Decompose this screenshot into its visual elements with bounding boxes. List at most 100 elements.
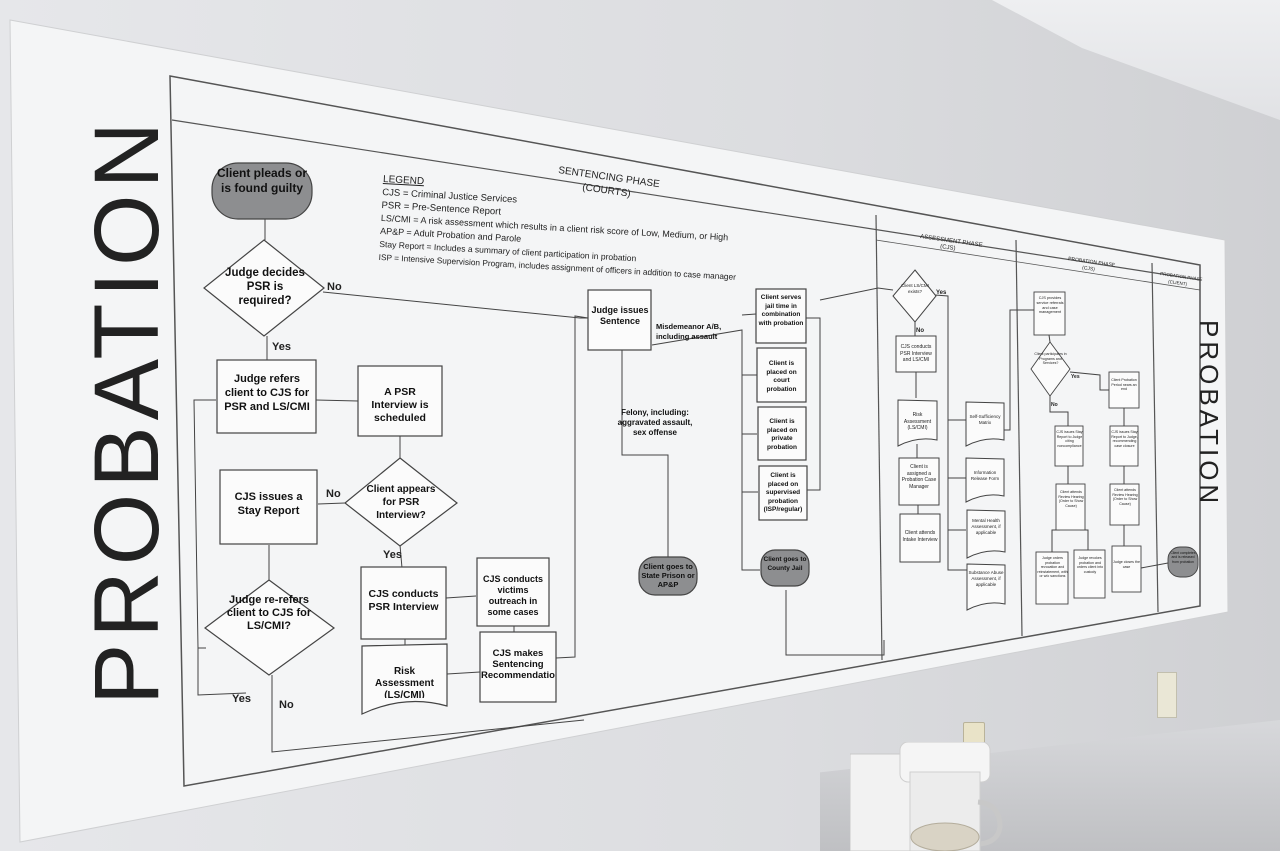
private-prob-box <box>757 406 807 461</box>
lscmi-decision <box>892 269 937 323</box>
side-title: PROBATION <box>76 116 178 705</box>
probation-box <box>1055 483 1086 531</box>
probation-node-label: CJS issues Stay Report to Judge, recomme… <box>1111 430 1138 448</box>
legend-title: LEGEND <box>383 174 425 187</box>
start-node <box>211 162 313 220</box>
probation-node-label: Judge orders probation revocation and re… <box>1037 556 1068 579</box>
psr-decision <box>203 239 325 337</box>
conducts-label: CJS conducts PSR Interview <box>368 588 439 613</box>
appears-label: Client appears for PSR Interview? <box>366 484 436 521</box>
scheduled-label: A PSR Interview is scheduled <box>371 386 429 424</box>
risk-doc <box>361 643 448 715</box>
probation-shapes <box>1030 291 1199 605</box>
no-label: No <box>916 328 924 334</box>
assessment-shapes <box>892 269 1006 611</box>
assessment-node-label: Mental Health Assessment, if applicable <box>971 518 1001 535</box>
phase-divider <box>875 214 883 661</box>
connectors <box>193 218 1169 753</box>
probation-box <box>1109 483 1140 526</box>
probation-box <box>1108 371 1140 409</box>
stay-label: CJS issues a Stay Report <box>234 491 303 517</box>
phase-divider <box>1015 239 1023 637</box>
assessment-node-label: Information Release Form <box>970 470 1000 481</box>
supervised-label: Client is placed on supervised probation… <box>763 472 803 513</box>
no-label: No <box>1051 402 1058 408</box>
probation-node-label: Client completes and is released from pr… <box>1170 551 1196 564</box>
outreach-box <box>476 557 550 627</box>
probation-node-label: Client attends Review Hearing (Order to … <box>1112 488 1138 506</box>
probation-text: CJS provides service referrals and case … <box>1034 296 1196 579</box>
probation-phase-sub: (CJS) <box>1082 265 1096 273</box>
refer-box <box>216 359 317 434</box>
psr-decision-label: Judge decides PSR is required? <box>225 267 305 307</box>
probation-node-label: Judge closes the case <box>1113 560 1140 569</box>
sentence-label: Judge issues Sentence <box>591 305 649 326</box>
assess-box <box>899 513 941 563</box>
no-label: No <box>279 699 294 711</box>
probation-node-label: Client attends Review Hearing (Order to … <box>1058 490 1084 508</box>
court-prob-box <box>756 347 807 403</box>
rerefer-decision <box>203 579 336 676</box>
stay-box <box>219 469 318 545</box>
jail-combo-box <box>755 288 807 344</box>
probation-box <box>1035 551 1069 605</box>
probation-decision <box>1030 341 1071 397</box>
probation-box <box>1073 549 1106 599</box>
start-label: Client pleads or is found guilty <box>216 166 308 195</box>
assess-box <box>898 457 940 506</box>
prison-label: Client goes to State Prison or AP&P <box>641 562 695 589</box>
refer-label: Judge refers client to CJS for PSR and L… <box>224 373 310 413</box>
assess-doc <box>965 457 1005 503</box>
probation-node-label: CJS issues Stay Report to Judge citing n… <box>1056 430 1083 448</box>
assess-doc <box>965 401 1005 447</box>
phase-divider <box>1151 262 1159 613</box>
scheduled-box <box>357 365 443 437</box>
assess-doc <box>966 509 1006 559</box>
private-prob-label: Client is placed on private probation <box>766 418 798 451</box>
probation-node-label: Client Probation Period nears an end <box>1111 378 1137 392</box>
wall-plate <box>1157 672 1177 718</box>
assessment-node-label: CJS conducts PSR Interview and LS/CMI <box>900 344 932 363</box>
assessment-text: Client LS/CMI exists? CJS conducts PSR I… <box>900 283 1004 587</box>
court-prob-label: Client is placed on court probation <box>766 360 797 393</box>
probation-box <box>1109 425 1139 467</box>
no-label: No <box>327 281 342 293</box>
recommend-label: CJS makes Sentencing Recommendation <box>481 648 555 681</box>
conducts-box <box>360 566 447 640</box>
risk-label: Risk Assessment (LS/CMI) <box>375 666 434 698</box>
felony-label: Felony, including: aggravated assault, s… <box>617 408 693 437</box>
probation-node-label: Client participates in Programs and Serv… <box>1034 352 1067 366</box>
completion-node <box>1167 546 1199 578</box>
yes-label: Yes <box>936 290 947 296</box>
assessment-phase-sub: (CJS) <box>940 244 956 252</box>
yes-label: Yes <box>383 549 402 561</box>
probation-box <box>1054 425 1084 467</box>
outreach-label: CJS conducts victims outreach in some ca… <box>482 574 543 617</box>
assess-box <box>895 335 937 373</box>
jail-combo-label: Client serves jail time in combination w… <box>758 294 804 327</box>
probation-box <box>1111 545 1142 593</box>
supervised-box <box>758 465 808 521</box>
assessment-node-label: Self-Sufficiency Matrix <box>969 414 1001 425</box>
sentencing-text: Client pleads or is found guilty Judge d… <box>216 166 807 698</box>
assess-doc <box>897 399 938 447</box>
diagram-frame <box>169 75 1201 787</box>
no-label: No <box>326 488 341 500</box>
yes-label: Yes <box>272 341 291 353</box>
probation-node-label: Judge revokes probation and orders clien… <box>1076 556 1104 574</box>
recommend-box <box>479 631 557 703</box>
probation-box <box>1033 291 1066 336</box>
prison-node <box>638 556 698 596</box>
probation-client-phase-title: PROBATION PHASE <box>1160 271 1203 282</box>
right-side-title: PROBATION <box>1194 320 1224 507</box>
assessment-node-label: Substance Abuse Assessment, if applicabl… <box>968 570 1004 587</box>
coffee-maker <box>850 742 1003 851</box>
assessment-node-label: Client is assigned a Probation Case Mana… <box>901 464 937 490</box>
assessment-node-label: Client LS/CMI exists? <box>901 283 929 294</box>
sentence-box <box>587 289 652 351</box>
yes-label: Yes <box>1071 374 1080 380</box>
probation-client-phase-sub: (CLIENT) <box>1168 279 1188 287</box>
assessment-node-label: Risk Assessment (LS/CMI) <box>903 412 932 431</box>
appears-decision <box>344 457 458 547</box>
